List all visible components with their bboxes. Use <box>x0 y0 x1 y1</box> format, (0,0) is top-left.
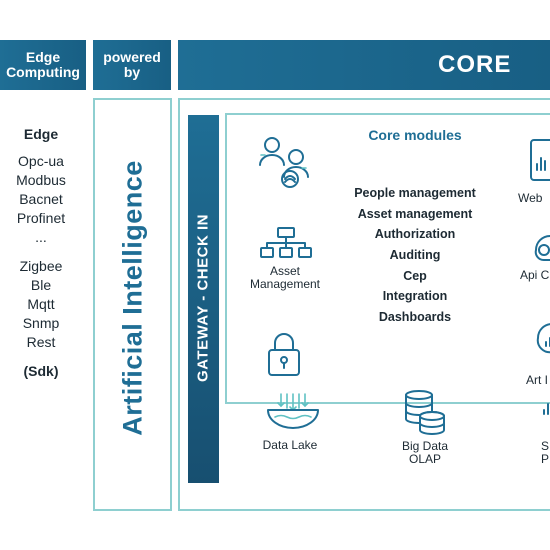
protocol-ble: Ble <box>30 277 52 293</box>
people-icon <box>259 137 309 188</box>
art-chart-icon <box>536 323 550 354</box>
ai-label: Artificial Intelligence <box>117 160 148 436</box>
module-cep: Cep <box>403 268 427 283</box>
web-label: Web <box>518 191 543 205</box>
storage-partial-icon <box>543 403 549 415</box>
core-modules-box <box>225 113 550 404</box>
lock-icon <box>268 333 300 376</box>
powered-by-line2: by <box>123 64 141 80</box>
asset-management-label: Asset Management <box>240 265 330 291</box>
powered-by-header: powered by <box>93 40 171 90</box>
module-dashboards: Dashboards <box>378 310 452 325</box>
asset-management-icon <box>260 227 312 258</box>
module-integration: Integration <box>382 289 448 304</box>
data-lake-icon <box>267 393 319 429</box>
api-label: Api C <box>520 268 550 282</box>
protocol-modbus: Modbus <box>16 172 66 188</box>
core-box <box>178 98 550 511</box>
protocol-zigbee: Zigbee <box>19 258 63 274</box>
web-dashboard-icon <box>530 139 550 181</box>
protocol-profinet: Profinet <box>16 210 66 226</box>
module-authorization: Authorization <box>374 227 456 242</box>
edge-title: Edge <box>23 126 59 142</box>
asset-management-label-line1: Asset <box>269 264 300 278</box>
protocol-mqtt: Mqtt <box>27 296 55 312</box>
protocol-bacnet: Bacnet <box>19 191 63 207</box>
edge-computing-header-line2: Computing <box>6 64 80 80</box>
protocol-snmp: Snmp <box>22 315 60 331</box>
module-auditing: Auditing <box>389 248 441 263</box>
edge-computing-header: Edge Computing <box>0 40 86 90</box>
big-data-label-line2: OLAP <box>408 452 441 466</box>
edge-protocol-list: Edge Opc-ua Modbus Bacnet Profinet ... Z… <box>0 125 82 381</box>
core-header-title: CORE <box>438 50 512 78</box>
module-people-management: People management <box>354 186 476 200</box>
storage-partial-line2: P <box>541 452 550 466</box>
api-gear-icon <box>534 235 550 261</box>
storage-partial-line1: S <box>541 440 550 453</box>
big-data-icon <box>405 390 445 435</box>
core-header: CORE <box>178 40 550 90</box>
powered-by-line1: powered <box>103 48 161 65</box>
asset-management-label-line2: Management <box>249 277 321 291</box>
big-data-label-line1: Big Data <box>401 439 449 453</box>
core-modules-list: People management Asset management Autho… <box>335 183 495 328</box>
protocol-rest: Rest <box>26 334 56 350</box>
protocol-ellipsis: ... <box>35 229 47 245</box>
gateway-bar <box>188 115 219 483</box>
sdk-label: (Sdk) <box>23 363 59 379</box>
art-label: Art I <box>526 373 549 387</box>
edge-computing-header-line1: Edge <box>25 48 61 65</box>
protocol-opc-ua: Opc-ua <box>18 153 64 169</box>
module-asset-management: Asset management <box>357 206 473 221</box>
storage-partial-label: S P <box>533 440 550 466</box>
data-lake-label: Data Lake <box>262 438 318 452</box>
core-modules-title: Core modules <box>368 127 462 143</box>
gateway-label: GATEWAY - CHECK IN <box>194 214 212 382</box>
big-data-label: Big Data OLAP <box>380 440 470 466</box>
ai-box <box>93 98 172 511</box>
